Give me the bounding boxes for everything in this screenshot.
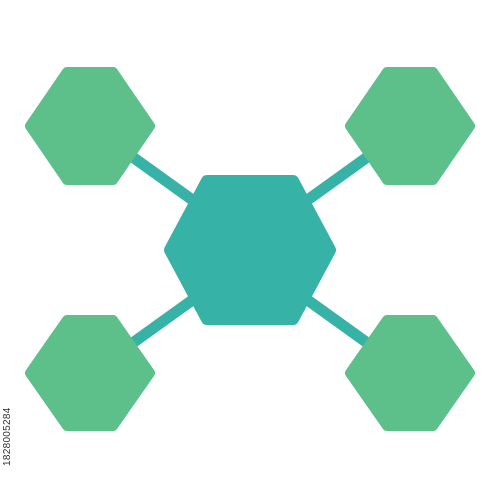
stock-id-text: 1828005284 [2, 407, 13, 466]
hub-node [164, 175, 336, 325]
connector-bottom-left [128, 290, 204, 348]
satellite-node-bottom-right [345, 315, 475, 431]
connector-bottom-right [296, 290, 372, 348]
connector-lines [128, 152, 372, 348]
connector-top-left [128, 152, 204, 210]
satellite-node-top-right [345, 67, 475, 185]
connector-top-right [296, 152, 372, 210]
satellite-node-top-left [25, 67, 155, 185]
satellite-node-bottom-left [25, 315, 155, 431]
